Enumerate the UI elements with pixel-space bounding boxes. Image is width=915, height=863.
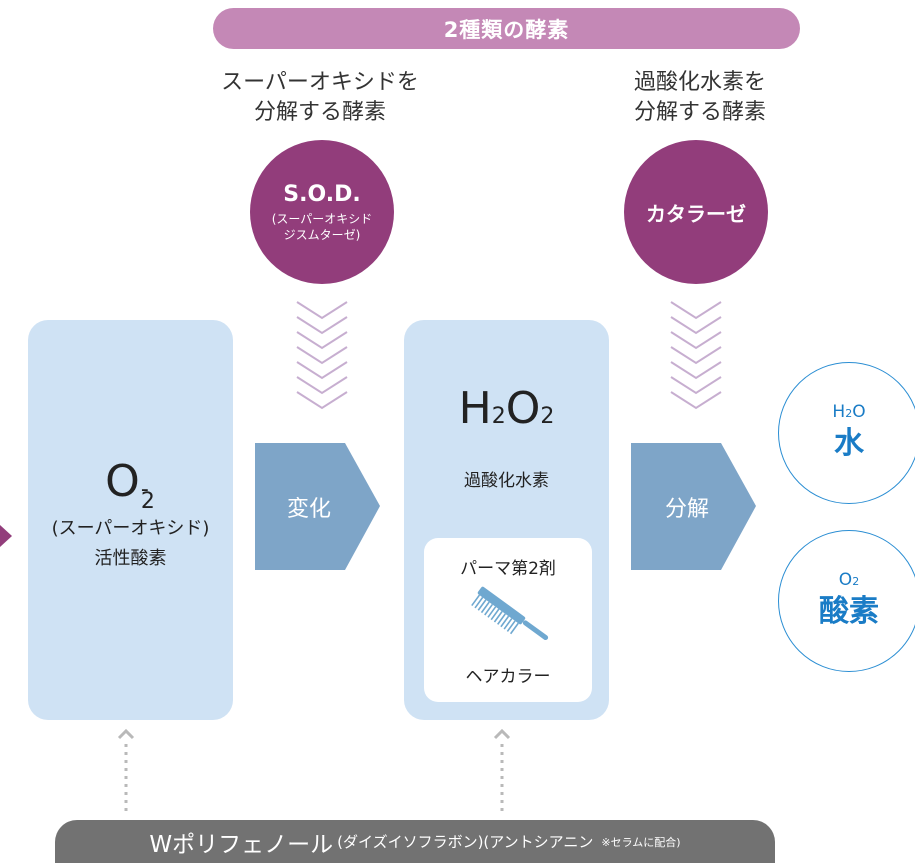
- catalase-chevron-down-icon: [670, 301, 722, 410]
- water-formula-o: O: [852, 402, 866, 422]
- bottom-banner: Wポリフェノール (ダイズイソフラボン)(アントシアニン ※セラムに配合): [55, 820, 775, 863]
- left-arrow-icon: [0, 525, 12, 547]
- peroxide-formula-o: O: [505, 383, 541, 434]
- sod-sub-line2: ジスムターゼ): [283, 227, 361, 242]
- peroxide-panel: H2O2 過酸化水素 パーマ第2剤 ヘアカラー: [404, 320, 609, 720]
- catalase-name: カタラーゼ: [646, 201, 746, 226]
- decompose-arrow: 分解: [631, 443, 756, 570]
- superoxide-line1: (スーパーオキシド): [51, 518, 210, 539]
- top-banner-label: 2種類の酵素: [443, 17, 570, 42]
- bottom-banner-main: Wポリフェノール: [149, 831, 334, 858]
- superoxide-panel: O - 2 (スーパーオキシド) 活性酸素: [28, 320, 233, 720]
- catalase-heading: 過酸化水素を 分解する酵素: [590, 68, 810, 128]
- perm-agent-label: パーマ第2剤: [460, 559, 556, 579]
- decompose-arrow-label: 分解: [665, 496, 710, 522]
- superoxide-formula-o: O: [105, 456, 140, 507]
- water-name: 水: [834, 426, 864, 461]
- dotted-up-arrow-icon-right: [493, 728, 511, 814]
- catalase-heading-line2: 分解する酵素: [633, 100, 766, 125]
- change-arrow-shape: [255, 443, 380, 570]
- water-circle: H2O 水: [778, 362, 915, 504]
- bottom-banner-note: ※セラムに配合): [601, 835, 681, 849]
- superoxide-formula-sub: 2: [140, 489, 155, 514]
- oxygen-circle: O2 酸素: [778, 530, 915, 672]
- superoxide-formula-sup: -: [140, 477, 149, 502]
- peroxide-formula-sub1: 2: [491, 404, 506, 429]
- oxygen-formula-sub: 2: [852, 575, 860, 588]
- sod-chevron-down-icon: [296, 301, 348, 410]
- peroxide-formula: H2O2: [404, 384, 609, 442]
- superoxide-line2: 活性酸素: [94, 548, 167, 569]
- peroxide-formula-sub2: 2: [540, 404, 555, 429]
- water-formula-sub: 2: [845, 407, 853, 420]
- dotted-up-arrow-icon-left: [117, 728, 135, 814]
- sod-sub-line1: (スーパーオキシド: [271, 211, 373, 226]
- change-arrow: 変化: [255, 443, 380, 570]
- water-formula-h: H: [832, 402, 846, 422]
- sod-circle: S.O.D. (スーパーオキシド ジスムターゼ): [250, 140, 394, 284]
- catalase-circle: カタラーゼ: [624, 140, 768, 284]
- top-banner: 2種類の酵素: [213, 8, 800, 49]
- sod-heading: スーパーオキシドを 分解する酵素: [200, 68, 440, 128]
- peroxide-formula-h: H: [458, 383, 492, 434]
- oxygen-formula-o: O: [838, 570, 853, 590]
- sod-heading-line2: 分解する酵素: [253, 100, 386, 125]
- oxygen-formula: O2: [839, 570, 859, 592]
- decompose-arrow-shape: [631, 443, 756, 570]
- comb-icon: [471, 586, 549, 641]
- hair-color-label: ヘアカラー: [465, 667, 551, 687]
- water-formula: H2O: [832, 402, 865, 424]
- oxygen-name: 酸素: [819, 594, 879, 629]
- change-arrow-label: 変化: [287, 496, 332, 522]
- bottom-banner-detail: (ダイズイソフラボン)(アントシアニン: [337, 833, 594, 851]
- sod-heading-line1: スーパーオキシドを: [221, 70, 419, 95]
- catalase-heading-line1: 過酸化水素を: [633, 70, 766, 95]
- peroxide-inner-box: パーマ第2剤 ヘアカラー: [424, 538, 592, 702]
- sod-name: S.O.D.: [283, 181, 361, 207]
- superoxide-formula: O - 2: [28, 456, 233, 515]
- peroxide-name: 過酸化水素: [464, 471, 549, 491]
